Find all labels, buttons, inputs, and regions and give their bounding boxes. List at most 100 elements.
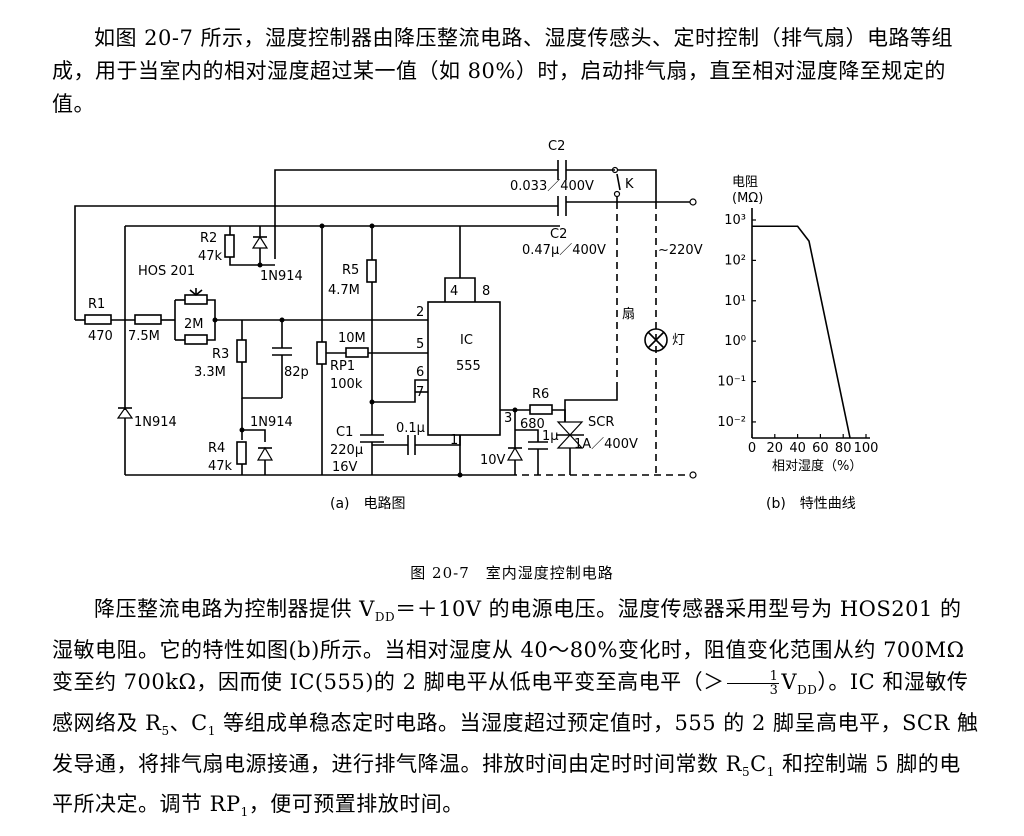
label-scr: SCR — [588, 415, 614, 430]
switch-k-contact-bottom — [613, 190, 621, 198]
chart-ylabel-unit: (MΩ) — [732, 191, 763, 206]
p2-c-sub: DD — [797, 683, 818, 698]
label-d-bottom: 1N914 — [250, 415, 293, 430]
p2-f: 等组成单稳态定时电路。当湿度超过预定值时，555 的 2 脚呈高电平，SCR 触… — [52, 710, 979, 776]
switch-k-lever — [616, 173, 621, 191]
lamp-cross-b — [647, 331, 665, 349]
chart-ylabel: 电阻 — [732, 175, 758, 190]
p2-f-sub: 5 — [741, 764, 751, 779]
ic-555-body — [427, 301, 501, 436]
r2m-right — [207, 320, 216, 341]
x-tick-label: 40 — [789, 441, 806, 456]
label-d-left: 1N914 — [134, 415, 177, 430]
label-hos: HOS 201 — [138, 264, 195, 279]
wire-pin6-7 — [372, 379, 428, 403]
label-c2-top: C2 — [548, 139, 565, 154]
y-tick-label: 10³ — [724, 213, 746, 228]
label-d-top: 1N914 — [260, 269, 303, 284]
label-r2m: 2M — [184, 317, 204, 332]
hos-top-right — [207, 299, 216, 320]
d1-diode — [251, 235, 269, 249]
wire-k-bypass — [617, 169, 657, 202]
r-7-5m-resistor — [134, 314, 162, 325]
label-c1u: 1μ — [542, 429, 559, 444]
y-tick-label: 10² — [724, 253, 746, 268]
p2-g: C — [750, 751, 767, 776]
label-r3-value: 3.3M — [194, 365, 226, 380]
label-pin8: 8 — [482, 284, 490, 299]
label-r1: R1 — [88, 297, 105, 312]
node-r5-top — [369, 223, 375, 229]
label-r2: R2 — [200, 231, 217, 246]
label-c1-volt: 16V — [332, 460, 358, 475]
label-r2-value: 47k — [198, 249, 223, 264]
p2-d-sub: 5 — [161, 724, 170, 739]
label-r3: R3 — [212, 347, 229, 362]
r-2m-resistor — [184, 334, 208, 345]
label-zener: 10V — [480, 453, 506, 468]
wire-r2-bottom — [229, 257, 275, 266]
label-pin6: 6 — [416, 365, 424, 380]
chart-series — [752, 225, 851, 439]
y-tick-label: 10⁻² — [717, 415, 746, 430]
label-rp1-value: 100k — [330, 377, 363, 392]
label-pin1: 1 — [450, 433, 458, 448]
label-c82p: 82p — [284, 365, 309, 380]
x-tick-label: 20 — [767, 441, 784, 456]
label-pin4: 4 — [450, 284, 458, 299]
resistance-curve — [752, 225, 851, 439]
x-tick-label: 100 — [854, 441, 879, 456]
node-gnd-pin1 — [457, 472, 463, 478]
r5-resistor — [366, 259, 377, 283]
d-bottom-diode — [256, 446, 274, 461]
p2-g-sub: 1 — [766, 764, 775, 779]
rp1-pot — [316, 341, 327, 365]
node-c1 — [369, 399, 375, 405]
label-r6-value: 680 — [520, 417, 545, 432]
wire-mid-left — [74, 205, 558, 320]
y-tick-label: 10⁻¹ — [717, 375, 746, 390]
p2-h-sub: 1 — [240, 805, 249, 820]
zener-diode — [506, 446, 524, 461]
p2-d: ）。IC 和湿敏传感网络及 R — [52, 670, 969, 735]
label-c2-top-value: 0.033／400V — [510, 179, 594, 194]
hos-arrow — [189, 289, 203, 297]
label-r1-value: 470 — [88, 329, 113, 344]
body-paragraph: 降压整流电路为控制器提供 VDD＝＋10V 的电源电压。湿度传感器采用型号为 H… — [52, 593, 982, 829]
label-ic: IC — [460, 333, 473, 348]
label-ic-type: 555 — [456, 359, 481, 374]
y-tick-label: 10⁰ — [724, 334, 746, 349]
label-pin7: 7 — [416, 385, 424, 400]
p2-a-sub: DD — [374, 610, 396, 625]
mains-terminal-top — [689, 198, 697, 206]
mains-terminal-bottom — [689, 471, 697, 479]
subcaption-a: (a) 电路图 — [330, 496, 406, 512]
label-c2-mid: C2 — [550, 227, 567, 242]
label-r5: R5 — [342, 263, 359, 278]
label-c1: C1 — [336, 425, 353, 440]
x-tick-label: 0 — [748, 441, 756, 456]
node-d1 — [257, 262, 263, 268]
p2-a: 降压整流电路为控制器提供 V — [94, 597, 375, 621]
p2-e: 、C — [169, 710, 208, 735]
figure-caption: 图 20-7 室内湿度控制电路 — [410, 564, 614, 582]
circuit-and-curve: C2 0.033／400V K C2 0.47μ／400V ~220V R2 4… — [74, 139, 878, 512]
wire-1u-top — [515, 429, 539, 442]
label-r4-value: 47k — [208, 459, 233, 474]
lamp-symbol — [644, 328, 668, 352]
r2-resistor — [224, 234, 235, 258]
label-k: K — [625, 177, 634, 192]
x-tick-label: 80 — [835, 441, 852, 456]
label-r4: R4 — [208, 441, 225, 456]
label-fan: 扇 — [622, 306, 635, 322]
p2-e-sub: 1 — [207, 724, 216, 739]
label-r75m: 7.5M — [128, 329, 160, 344]
label-ac: ~220V — [658, 243, 703, 258]
node-r4 — [239, 427, 245, 433]
label-r5-value: 4.7M — [328, 283, 360, 298]
node-rp1-top — [319, 223, 325, 229]
p2-i: ，便可预置排放时间。 — [248, 792, 464, 817]
